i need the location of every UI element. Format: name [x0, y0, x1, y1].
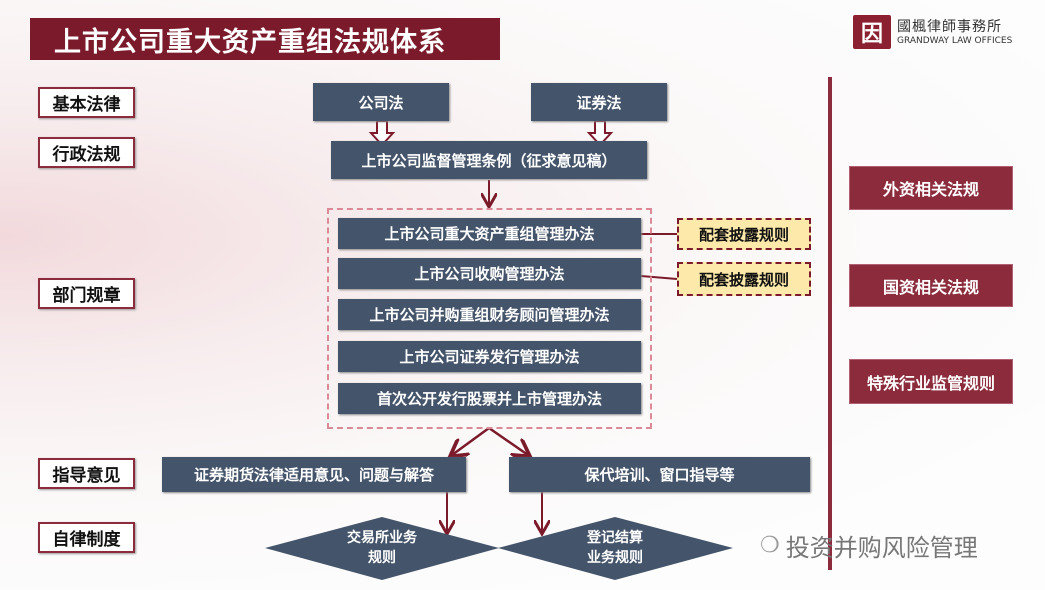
related-foreign: 外资相关法规 — [849, 166, 1013, 210]
level-basic-law: 基本法律 — [38, 87, 135, 118]
level-admin-regulation: 行政法规 — [38, 137, 135, 168]
box-securities-law: 证券法 — [531, 83, 667, 121]
dept-rule-item: 上市公司收购管理办法 — [338, 258, 641, 289]
label-line: 业务规则 — [587, 550, 643, 566]
exchange-rules-label: 交易所业务 规则 — [322, 528, 442, 568]
label-line: 交易所业务 — [347, 530, 417, 546]
page-title: 上市公司重大资产重组法规体系 — [30, 18, 500, 60]
dept-rule-item: 上市公司并购重组财务顾问管理办法 — [338, 299, 641, 330]
guidance-window: 保代培训、窗口指导等 — [509, 457, 810, 492]
guidance-qa: 证券期货法律适用意见、问题与解答 — [162, 457, 466, 492]
logo: 因 國楓律師事務所 GRANDWAY LAW OFFICES — [853, 15, 1033, 51]
label-line: 登记结算 — [587, 530, 643, 546]
disclosure-rules: 配套披露规则 — [677, 218, 811, 250]
watermark-text: 投资并购风险管理 — [785, 534, 978, 562]
logo-name-en: GRANDWAY LAW OFFICES — [897, 36, 1013, 46]
level-guidance: 指导意见 — [38, 458, 135, 489]
related-state-owned: 国资相关法规 — [849, 264, 1013, 307]
wechat-icon: ❍ — [760, 533, 780, 558]
divider — [828, 77, 832, 570]
level-self-regulation: 自律制度 — [38, 522, 135, 553]
logo-mark-icon: 因 — [853, 15, 891, 49]
box-admin-regulation: 上市公司监督管理条例（征求意见稿） — [331, 141, 647, 179]
related-industry: 特殊行业监管规则 — [849, 359, 1013, 404]
hollow-arrow-icon — [368, 120, 614, 147]
logo-name-cn: 國楓律師事務所 — [897, 19, 1002, 35]
dept-rules-group — [327, 208, 652, 429]
level-dept-rules: 部门规章 — [38, 278, 135, 309]
clearing-rules-label: 登记结算 业务规则 — [555, 528, 675, 568]
box-company-law: 公司法 — [313, 83, 449, 121]
watermark: ❍ 投资并购风险管理 — [760, 528, 978, 563]
dept-rule-item: 上市公司重大资产重组管理办法 — [338, 218, 641, 249]
dept-rule-item: 首次公开发行股票并上市管理办法 — [338, 383, 641, 414]
disclosure-rules: 配套披露规则 — [677, 262, 811, 296]
diamond-exchange — [265, 517, 499, 580]
dept-rule-item: 上市公司证券发行管理办法 — [338, 341, 641, 372]
diamond-clearing — [498, 517, 733, 580]
label-line: 规则 — [368, 550, 396, 566]
